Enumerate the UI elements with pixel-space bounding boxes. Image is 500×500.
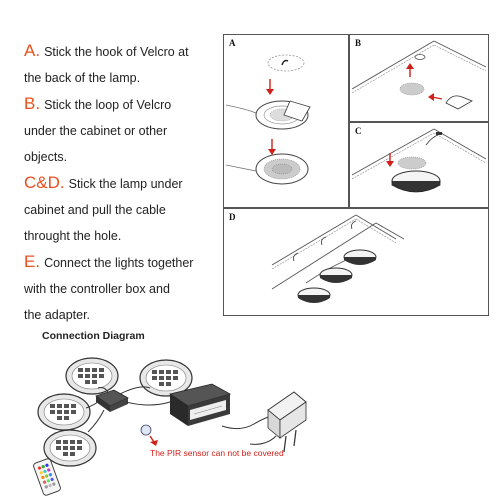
step-b: B.Stick the loop of Velcro under the cab…: [24, 91, 234, 170]
connection-diagram-illustration: [33, 357, 307, 496]
connection-diagram-title: Connection Diagram: [42, 330, 145, 342]
power-adapter: [249, 391, 307, 453]
step-b-line-1: Stick the loop of Velcro: [44, 98, 172, 112]
instruction-steps: A.Stick the hook of Velcro at the back o…: [24, 38, 234, 328]
lamp-2: [139, 359, 193, 397]
panel-d-tag: D: [229, 212, 236, 222]
panel-c-tag: C: [355, 126, 362, 136]
lamp-4: [43, 429, 97, 467]
step-a: A.Stick the hook of Velcro at the back o…: [24, 38, 234, 91]
pir-warning-text: The PIR sensor can not be covered: [150, 448, 284, 458]
lamp-1: [65, 357, 119, 395]
step-cd-line-2: cabinet and pull the cable: [24, 203, 166, 217]
step-e-line-2: with the controller box and: [24, 282, 170, 296]
panel-d: D: [223, 208, 489, 316]
step-e: E.Connect the lights together with the c…: [24, 249, 234, 328]
step-a-label: A.: [24, 41, 41, 60]
panel-a-tag: A: [229, 38, 236, 48]
pir-sensor: [140, 424, 158, 446]
step-a-line-2: the back of the lamp.: [24, 71, 141, 85]
step-cd-line-1: Stick the lamp under: [68, 177, 183, 191]
step-e-line-1: Connect the lights together: [44, 256, 194, 270]
panel-b-tag: B: [355, 38, 362, 48]
panel-b: B: [349, 34, 489, 122]
step-e-line-3: the adapter.: [24, 308, 91, 322]
step-b-label: B.: [24, 94, 41, 113]
step-b-line-3: objects.: [24, 150, 68, 164]
panel-a: A: [223, 34, 349, 208]
lamp-3: [37, 393, 91, 431]
panel-a-illustration: [225, 54, 311, 185]
remote-control: [33, 458, 61, 496]
step-b-line-2: under the cabinet or other: [24, 124, 168, 138]
controller-box: [169, 383, 232, 426]
step-cd-label: C&D.: [24, 173, 65, 192]
panel-b-illustration: [351, 40, 487, 110]
panel-c-illustration: [351, 128, 487, 193]
step-e-label: E.: [24, 252, 41, 271]
step-a-line-1: Stick the hook of Velcro at: [44, 45, 189, 59]
panel-d-illustration: [271, 214, 405, 303]
step-cd-line-3: throught the hole.: [24, 229, 122, 243]
panel-c: C: [349, 122, 489, 208]
step-cd: C&D.Stick the lamp under cabinet and pul…: [24, 170, 234, 249]
